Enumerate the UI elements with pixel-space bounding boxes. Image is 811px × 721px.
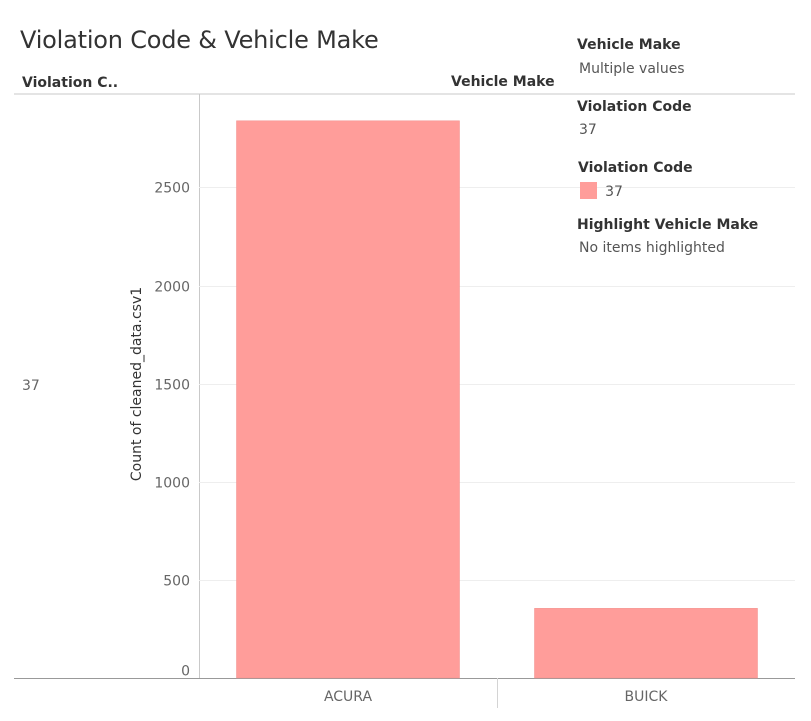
row-header: Violation C.. xyxy=(22,75,119,91)
color-legend-title: Violation Code xyxy=(578,160,693,176)
y-tick-label: 0 xyxy=(181,664,190,680)
filter-vehicle-make-title: Vehicle Make xyxy=(577,37,681,53)
legend-swatch xyxy=(580,182,597,199)
highlight-title: Highlight Vehicle Make xyxy=(577,217,759,233)
y-tick-label: 1500 xyxy=(154,378,190,394)
x-tick-label: BUICK xyxy=(625,689,669,705)
bar xyxy=(236,120,460,679)
legend-item-label: 37 xyxy=(605,184,623,200)
highlight-value[interactable]: No items highlighted xyxy=(579,240,725,256)
y-tick-label: 1000 xyxy=(154,476,190,492)
x-tick-label: ACURA xyxy=(324,689,373,705)
bar xyxy=(534,608,758,679)
y-tick-label: 2000 xyxy=(154,280,190,296)
filter-violation-code-title: Violation Code xyxy=(577,99,692,115)
y-tick-label: 2500 xyxy=(154,181,190,197)
y-tick-label: 500 xyxy=(163,574,190,590)
chart-title: Violation Code & Vehicle Make xyxy=(20,26,379,54)
filter-violation-code-value[interactable]: 37 xyxy=(579,122,597,138)
column-header: Vehicle Make xyxy=(451,74,555,90)
filter-vehicle-make-value[interactable]: Multiple values xyxy=(579,61,685,77)
color-legend-item[interactable]: 37 xyxy=(580,182,623,203)
row-value-label: 37 xyxy=(22,378,40,394)
